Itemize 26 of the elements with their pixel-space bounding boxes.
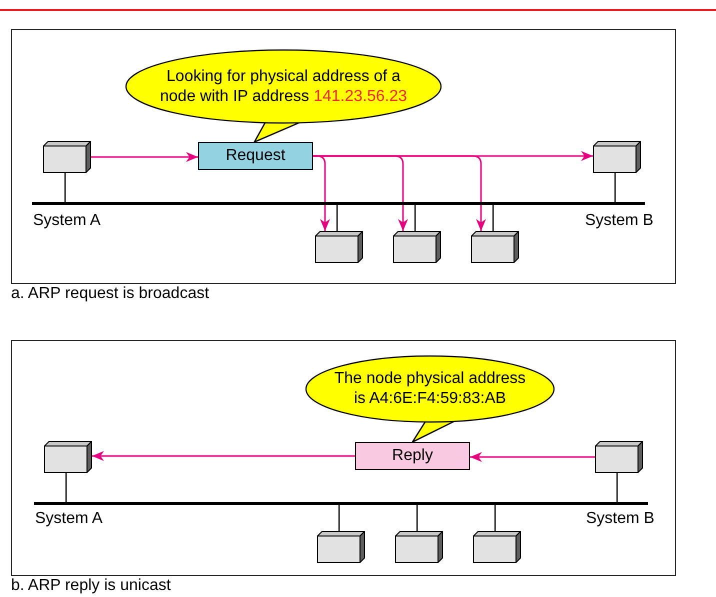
panel-caption: a. ARP request is broadcast: [11, 285, 210, 302]
system-label: System B: [585, 212, 654, 229]
connector-line: [614, 173, 616, 202]
bubble-text: Looking for physical address of a node with IP address 141.23.56.23: [159, 66, 408, 106]
bus-line: [34, 502, 648, 505]
arrow: [91, 152, 198, 162]
arrow: [92, 451, 355, 461]
connector-line: [64, 173, 66, 202]
connector-line: [494, 505, 496, 531]
system-label: System A: [35, 510, 103, 527]
system-label: System B: [586, 510, 654, 527]
system-label: System A: [33, 212, 101, 229]
connector-line: [338, 505, 340, 531]
connector-line: [416, 505, 418, 531]
message-box: Request: [198, 142, 313, 170]
connector-line: [414, 205, 416, 231]
message-box: Reply: [355, 442, 470, 470]
arrow: [313, 155, 486, 231]
arrow: [470, 452, 595, 462]
connector-line: [616, 473, 618, 502]
connector-line: [336, 205, 338, 231]
bubble-text: The node physical address is A4:6E:F4:59:83:AB: [333, 369, 527, 409]
connector-line: [492, 205, 494, 231]
panel-caption: b. ARP reply is unicast: [11, 577, 171, 594]
connector-line: [65, 473, 67, 502]
bus-line: [32, 202, 645, 205]
